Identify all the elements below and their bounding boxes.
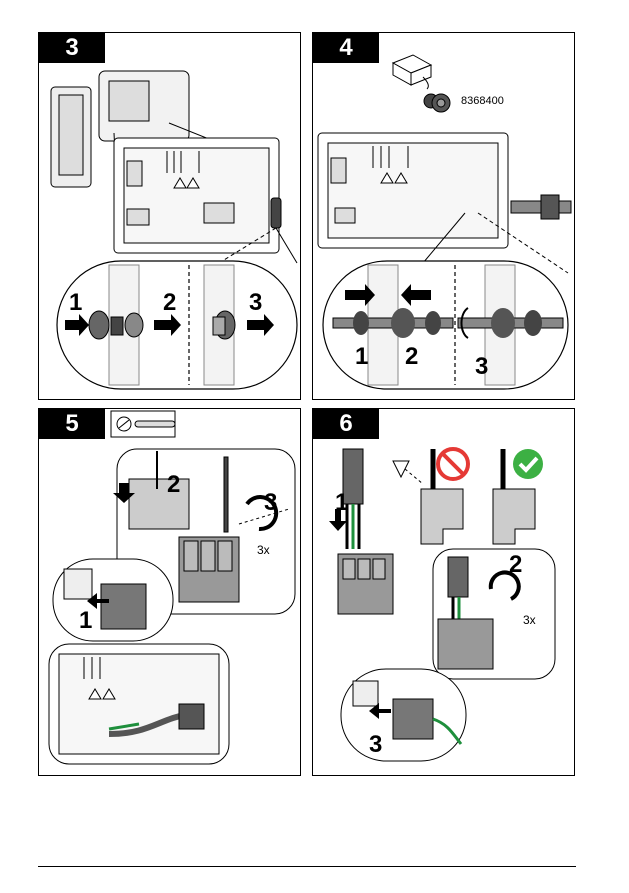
- callout-3: 3: [264, 489, 277, 517]
- step-6-illustration: [313, 409, 575, 776]
- repeat-count: 3x: [257, 543, 270, 557]
- enclosure-interior: [114, 138, 281, 253]
- callout-1: 1: [69, 289, 82, 317]
- step-5-panel: 5: [38, 408, 301, 776]
- step-5-illustration: [39, 409, 301, 776]
- part-number: 8368400: [461, 95, 504, 107]
- callout-1: 1: [79, 607, 92, 635]
- connector-oval: [53, 559, 173, 641]
- footer-rule: [38, 866, 576, 867]
- step-6-panel: 6: [312, 408, 575, 776]
- callout-2: 2: [405, 343, 418, 371]
- wire-illustration: [338, 449, 393, 614]
- callout-2: 2: [509, 551, 522, 579]
- terminal-detail: [433, 549, 555, 679]
- enclosure-interior: [49, 644, 229, 764]
- prohibited-icon: [438, 449, 468, 479]
- repeat-count: 3x: [523, 613, 536, 627]
- part-box-illustration: [393, 55, 450, 112]
- step-3-illustration: [39, 33, 301, 400]
- callout-2: 2: [167, 471, 180, 499]
- step-4-panel: 4: [312, 32, 575, 400]
- step-3-panel: 3: [38, 32, 301, 400]
- callout-3: 3: [475, 353, 488, 381]
- step-4-illustration: [313, 33, 575, 400]
- callout-1: 1: [355, 343, 368, 371]
- checkmark-icon: [513, 449, 543, 479]
- callout-1: 1: [335, 489, 348, 517]
- warning-icon: [393, 461, 423, 484]
- callout-2: 2: [163, 289, 176, 317]
- connector-oval: [341, 669, 466, 761]
- enclosure-interior: [318, 133, 571, 248]
- screwdriver-icon: [111, 411, 175, 437]
- callout-3: 3: [249, 289, 262, 317]
- callout-3: 3: [369, 731, 382, 759]
